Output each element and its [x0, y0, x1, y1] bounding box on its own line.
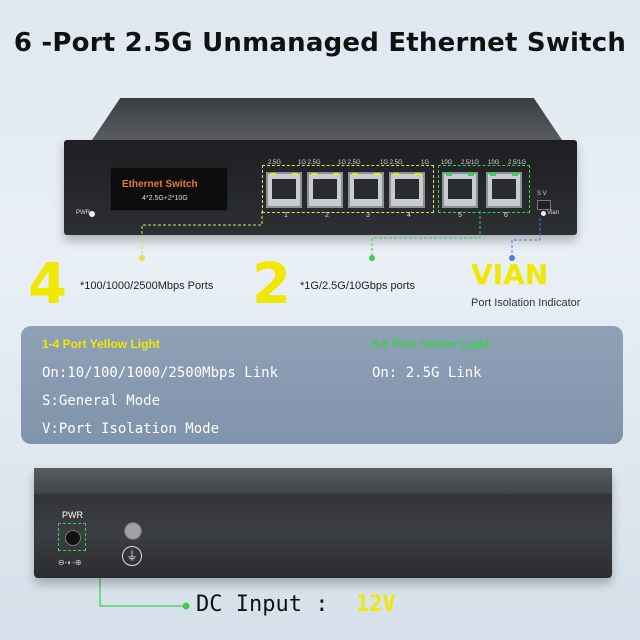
led-info-box: [21, 326, 623, 444]
ethernet-port-5[interactable]: [442, 172, 478, 208]
callout-four-text: *100/1000/2500Mbps Ports: [80, 280, 214, 292]
power-led-icon: [89, 211, 95, 217]
page-title: 6 -Port 2.5G Unmanaged Ethernet Switch: [13, 28, 627, 58]
callout-two-text: *1G/2.5G/10Gbps ports: [300, 280, 415, 292]
port-top-label: 1G: [421, 160, 430, 166]
port-top-label: 2.5G: [268, 160, 282, 166]
port-number: 2: [325, 212, 329, 219]
ground-symbol-icon: [122, 546, 142, 566]
port-number: 6: [504, 212, 508, 219]
port-top-label: 1G 2.5G: [338, 160, 361, 166]
vian-led-icon: [541, 211, 546, 216]
ports-1-4-highlight: [262, 165, 434, 213]
left-info-heading: 1-4 Port Yellow Light: [42, 337, 160, 351]
spec-label: 4*2.5G+2*10G: [142, 195, 188, 202]
left-info-line: On:10/100/1000/2500Mbps Link: [42, 365, 279, 381]
dc-input-value: 12V: [356, 592, 396, 617]
dc-input-label: DC Input :: [196, 592, 329, 617]
mode-switch[interactable]: [537, 200, 551, 210]
left-info-line: S:General Mode: [42, 393, 161, 409]
port-number: 5: [458, 212, 462, 219]
front-pwr-label: PWR: [76, 210, 90, 216]
port-top-label: 2.5/1G: [508, 160, 527, 166]
vian-label: Vian: [547, 210, 559, 216]
right-info-heading: 5-6 Port Yellow Light: [372, 337, 490, 351]
ethernet-port-6[interactable]: [486, 172, 522, 208]
port-number: 3: [366, 212, 370, 219]
ports-5-6-highlight: [438, 165, 530, 213]
ethernet-port-2[interactable]: [307, 172, 343, 208]
switch-back-top: [34, 468, 612, 494]
vian-callout-text: Port Isolation Indicator: [471, 297, 581, 309]
brand-panel: [110, 167, 228, 211]
ethernet-port-1[interactable]: [266, 172, 302, 208]
polarity-symbol: ⊖-◐-⊕: [58, 558, 82, 567]
port-number: 4: [407, 212, 411, 219]
mode-switch-label: S V: [537, 191, 547, 197]
dc-power-jack[interactable]: [58, 523, 86, 551]
brand-label: Ethernet Switch: [122, 179, 198, 190]
ethernet-port-3[interactable]: [348, 172, 384, 208]
back-pwr-label: PWR: [62, 510, 83, 520]
port-top-label: 1G 2.5G: [380, 160, 403, 166]
left-info-line: V:Port Isolation Mode: [42, 421, 220, 437]
port-top-label: 1G 2.5G: [298, 160, 321, 166]
right-info-line: On: 2.5G Link: [372, 365, 482, 381]
ethernet-port-4[interactable]: [389, 172, 425, 208]
port-top-label: 10G: [488, 160, 500, 166]
vian-callout: VIAN: [471, 258, 549, 291]
earth-icon: ⏚: [126, 549, 139, 563]
switch-top-surface: [92, 98, 562, 140]
port-top-label: 10G: [441, 160, 453, 166]
ground-screw-icon: [124, 522, 142, 540]
port-top-label: 2.5/1G: [461, 160, 480, 166]
port-number: 1: [284, 212, 288, 219]
callout-four: 4: [28, 252, 67, 317]
callout-two: 2: [252, 252, 291, 317]
